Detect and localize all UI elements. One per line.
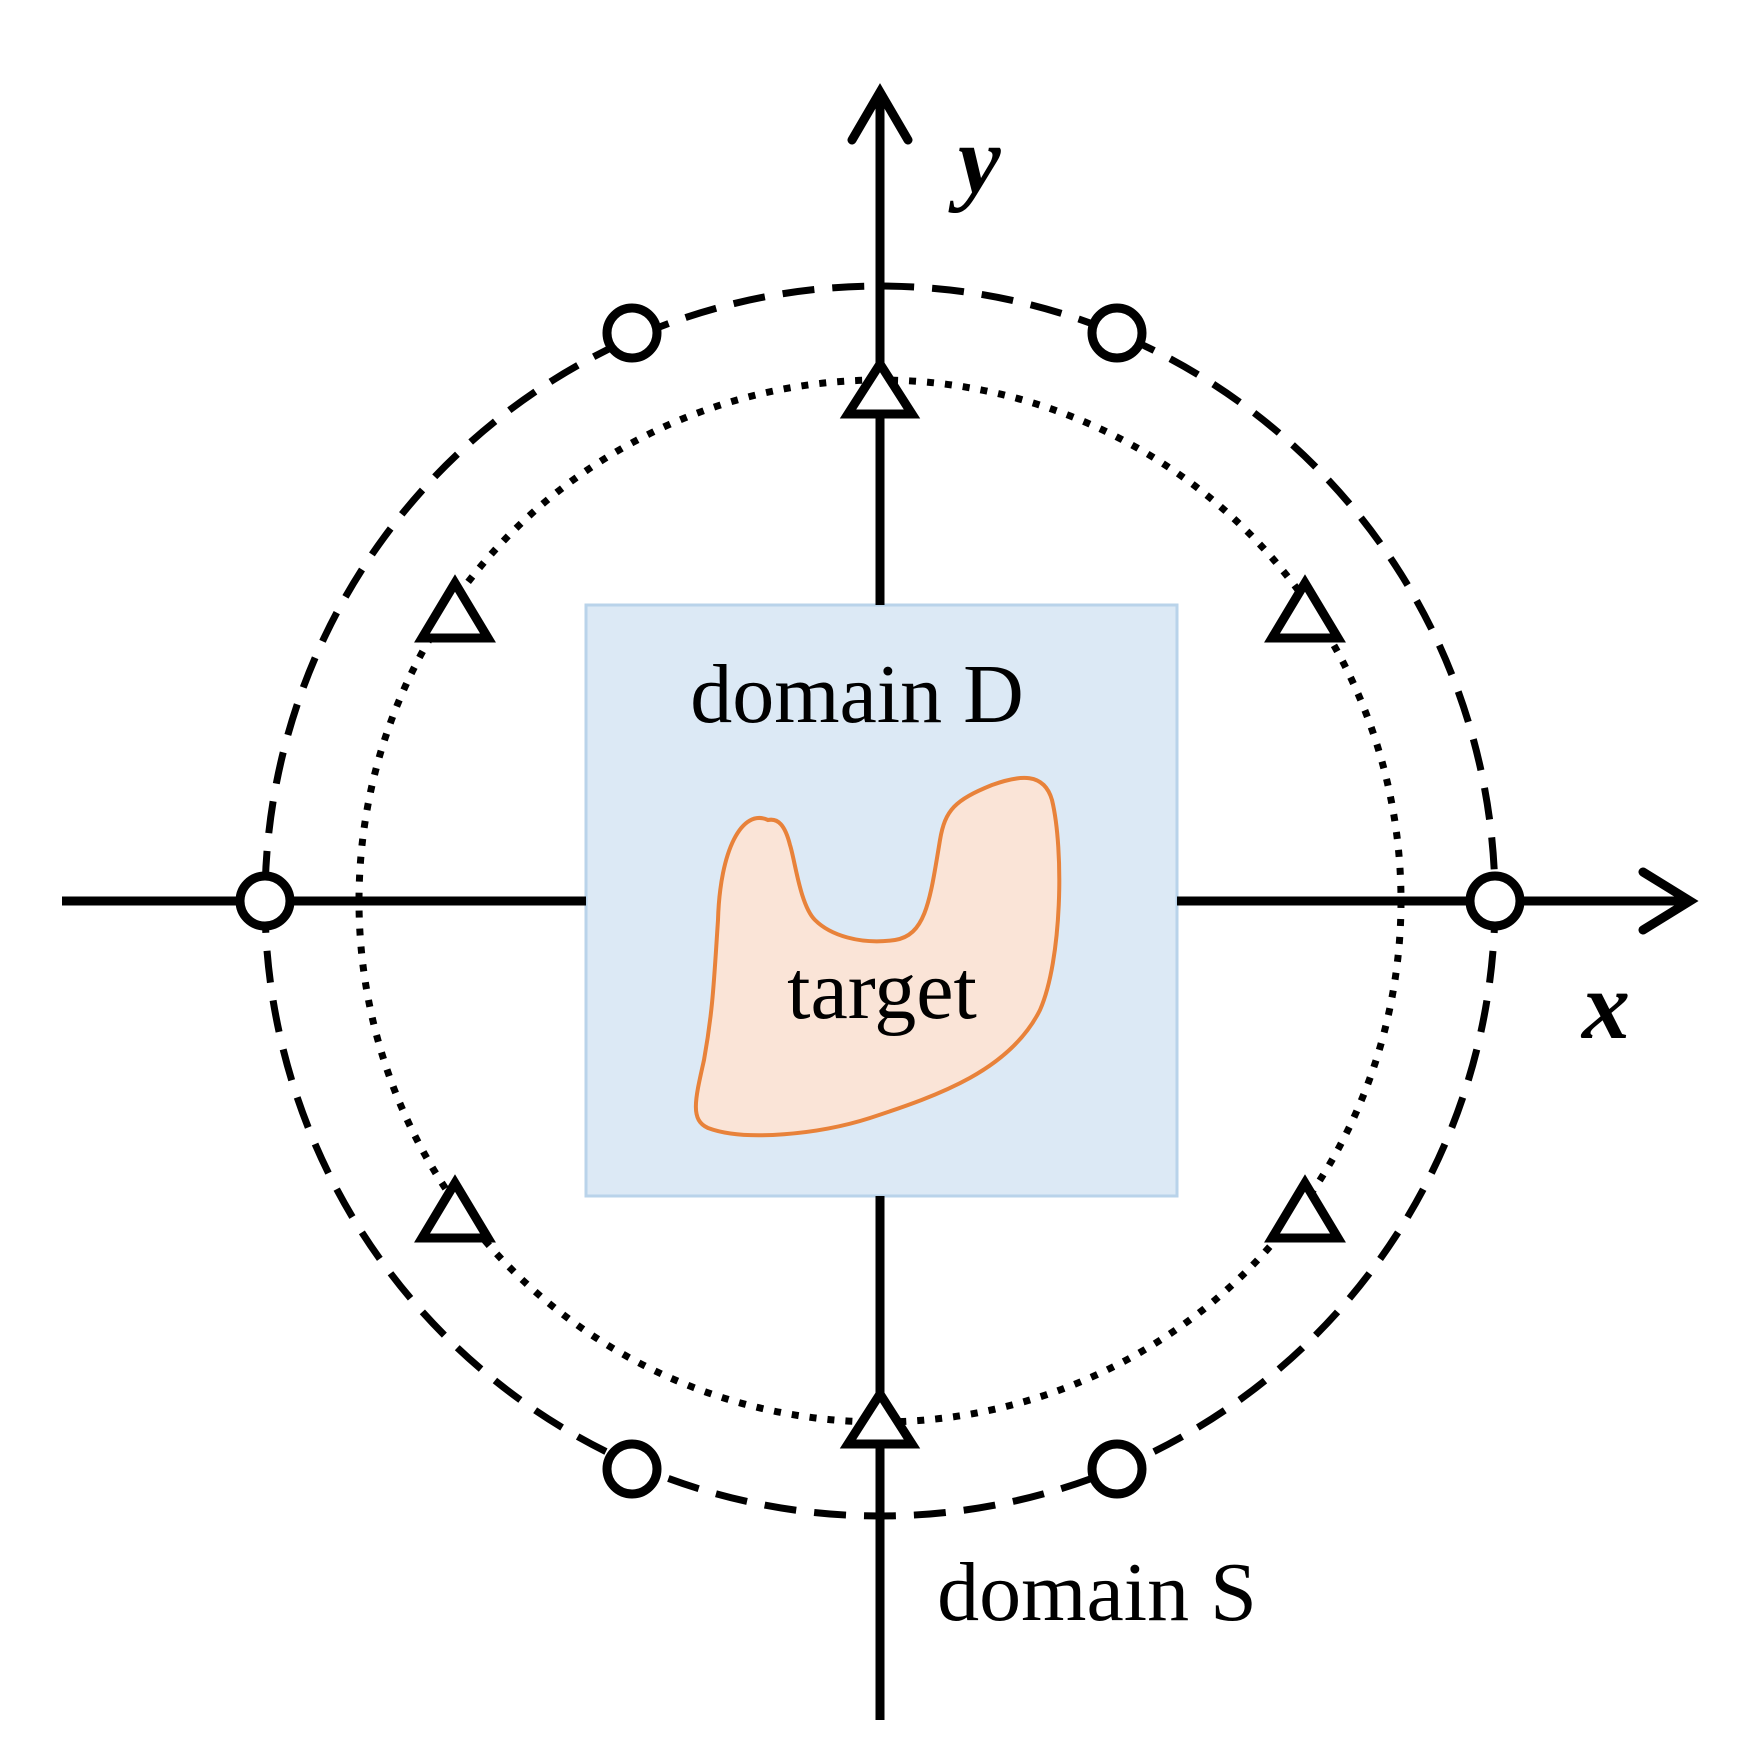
domain-s-label: domain S (937, 1546, 1257, 1639)
outer-marker-circle (602, 1439, 662, 1499)
y-axis-arrowhead (847, 83, 913, 145)
inner-marker-triangle (414, 574, 496, 643)
outer-circle-markers (235, 303, 1525, 1499)
inner-marker-triangle (1264, 1174, 1346, 1243)
outer-marker-circle (235, 871, 295, 931)
inner-marker-triangle (1264, 574, 1346, 643)
outer-marker-circle (1087, 303, 1147, 363)
y-axis-label: y (948, 106, 1001, 213)
outer-marker-circle (1087, 1439, 1147, 1499)
inner-circle-markers (414, 355, 1346, 1449)
inner-marker-triangle (414, 1174, 496, 1243)
x-axis-label: x (1580, 952, 1630, 1059)
outer-marker-circle (602, 303, 662, 363)
domain-d-label: domain D (690, 648, 1024, 741)
inner-marker-triangle (839, 1385, 921, 1449)
outer-marker-circle (1465, 871, 1525, 931)
x-axis-arrowhead (1638, 867, 1699, 935)
inner-marker-triangle (839, 355, 921, 419)
target-label: target (787, 944, 977, 1037)
target-shape (693, 775, 1062, 1138)
